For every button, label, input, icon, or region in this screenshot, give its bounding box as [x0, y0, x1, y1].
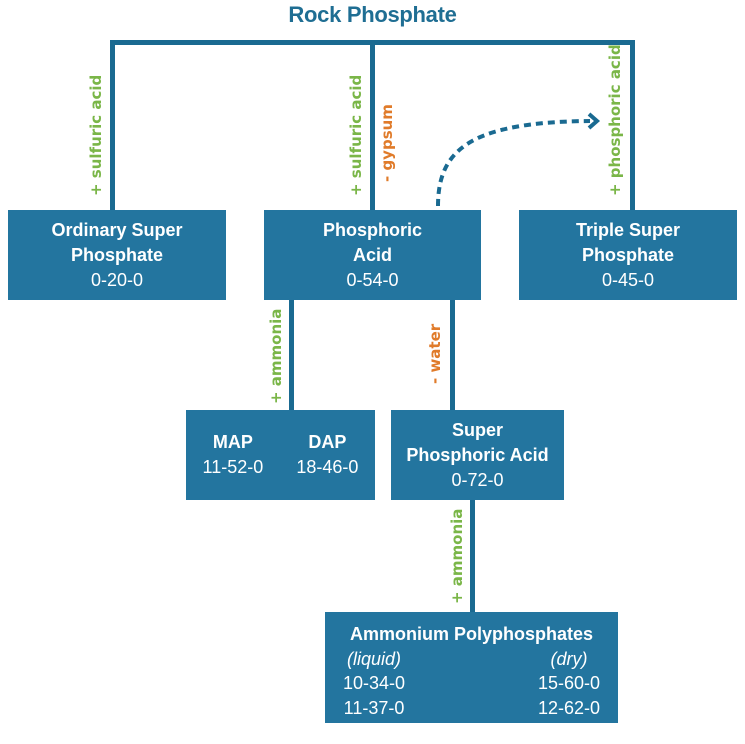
node-grade: 10-34-0	[343, 673, 406, 693]
arrow-head-icon	[587, 112, 601, 130]
connector-spa-to-app	[470, 498, 475, 614]
connector-to-tsp	[630, 40, 635, 212]
node-name: Phosphoric Acid	[406, 445, 549, 465]
node-name: MAP	[212, 432, 253, 452]
node-ammonium-polyphosphates: Ammonium Polyphosphates (liquid) 10-34-0…	[325, 612, 618, 723]
node-grade: 18-46-0	[296, 457, 359, 477]
label-phosphoric-acid: + phosphoric acid	[606, 44, 624, 196]
node-grade: 11-37-0	[343, 698, 405, 718]
label-sulfuric-acid-pa: + sulfuric acid	[347, 74, 365, 196]
node-grade: 0-20-0	[90, 270, 144, 290]
dotted-arrow-path	[436, 119, 591, 207]
node-map: MAP 11-52-0	[203, 430, 264, 480]
label-ammonia-app: + ammonia	[448, 508, 466, 604]
node-name: Super	[451, 420, 503, 440]
node-grade: 0-54-0	[346, 270, 399, 290]
node-grade: 0-72-0	[451, 470, 504, 490]
node-grade: 11-52-0	[202, 457, 264, 477]
node-name: Phosphoric	[322, 220, 422, 240]
node-name: Phosphate	[581, 245, 674, 265]
node-grade: 15-60-0	[537, 673, 600, 693]
connector-pa-to-spa	[450, 298, 455, 412]
node-name: Acid	[352, 245, 392, 265]
node-grade: 0-45-0	[601, 270, 655, 290]
node-grade: 12-62-0	[537, 698, 600, 718]
dry-label: (dry)	[550, 649, 588, 669]
label-water: - water	[426, 323, 444, 384]
node-super-phosphoric-acid: Super Phosphoric Acid 0-72-0	[391, 410, 564, 500]
node-name: Phosphate	[70, 245, 163, 265]
connector-to-osp	[110, 40, 115, 212]
node-map-dap: MAP 11-52-0 DAP 18-46-0	[186, 410, 375, 500]
node-dap: DAP 18-46-0	[296, 430, 358, 480]
node-triple-super-phosphate: Triple Super Phosphate 0-45-0	[519, 210, 737, 300]
node-name: DAP	[308, 432, 347, 452]
label-ammonia-map: + ammonia	[267, 308, 285, 404]
diagram-title: Rock Phosphate	[288, 2, 457, 27]
node-phosphoric-acid: Phosphoric Acid 0-54-0	[264, 210, 481, 300]
node-name: Ordinary Super	[51, 220, 183, 240]
liquid-column: (liquid) 10-34-0 11-37-0	[343, 647, 405, 721]
node-name: Ammonium Polyphosphates	[349, 624, 594, 644]
node-ordinary-super-phosphate: Ordinary Super Phosphate 0-20-0	[8, 210, 226, 300]
node-name: Triple Super	[575, 220, 681, 240]
label-gypsum: - gypsum	[378, 104, 396, 182]
connector-to-pa	[370, 40, 375, 212]
label-sulfuric-acid-osp: + sulfuric acid	[87, 74, 105, 196]
connector-pa-to-map-dap	[289, 298, 294, 412]
dry-column: (dry) 15-60-0 12-62-0	[538, 647, 600, 721]
liquid-label: (liquid)	[347, 649, 402, 669]
